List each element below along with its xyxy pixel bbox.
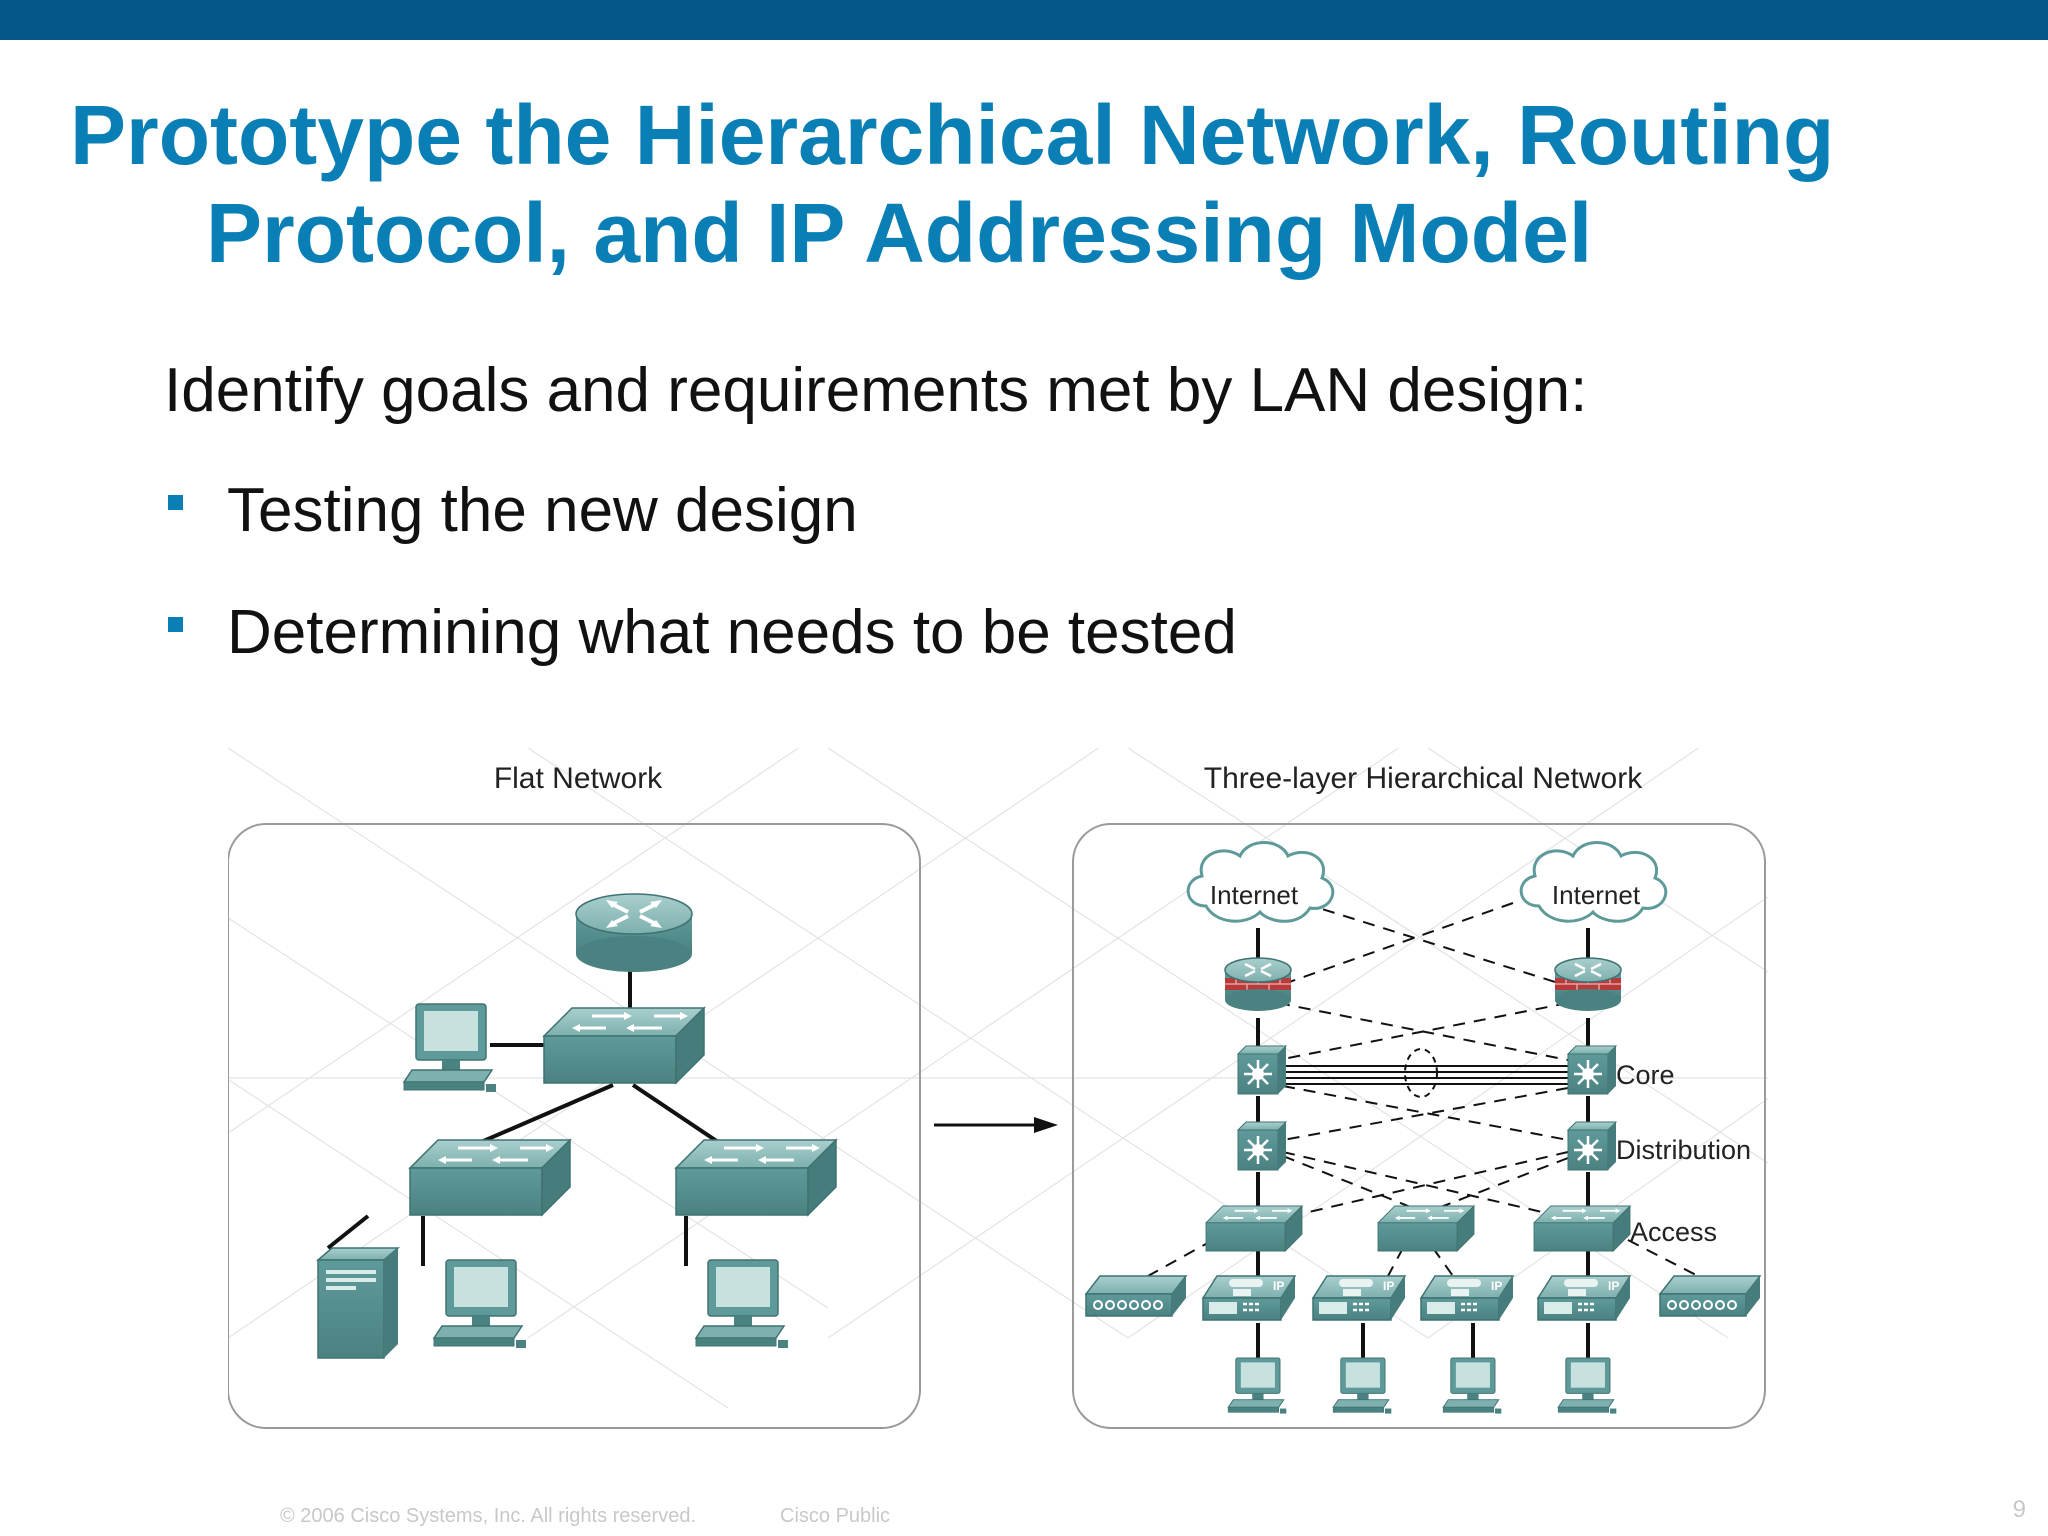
workstation-icon	[403, 1003, 497, 1093]
flat-network-panel	[228, 823, 921, 1429]
workstation-icon	[1227, 1357, 1287, 1415]
workstation-icon	[1332, 1357, 1392, 1415]
page-number: 9	[2012, 1496, 2026, 1523]
hierarchical-network-panel	[1072, 823, 1766, 1429]
ip-phone-label: IP	[1491, 1279, 1502, 1293]
bullet-item: Testing the new design	[168, 475, 858, 546]
bullet-square-icon	[168, 495, 183, 510]
workstation-icon	[1442, 1357, 1502, 1415]
network-diagram: Flat Network Three-layer Hierarchical Ne…	[228, 748, 1768, 1429]
intro-text: Identify goals and requirements met by L…	[164, 356, 1588, 425]
slide-title-line-1: Prototype the Hierarchical Network, Rout…	[70, 88, 1835, 182]
bullet-text: Testing the new design	[227, 476, 858, 545]
footer-classification: Cisco Public	[780, 1505, 891, 1527]
internet-label-left: Internet	[1210, 880, 1299, 910]
slide-title-line-2: Protocol, and IP Addressing Model	[206, 186, 1593, 280]
layer-label-distribution: Distribution	[1616, 1135, 1751, 1165]
core-interconnect	[1283, 1065, 1568, 1085]
multilayer-switch-icon	[1566, 1044, 1618, 1096]
hub-icon	[1659, 1275, 1761, 1317]
switch-icon	[542, 1006, 706, 1085]
multilayer-switch-icon	[1236, 1120, 1288, 1172]
hierarchical-redundant-links	[1147, 902, 1699, 1277]
switch-icon	[1533, 1205, 1631, 1252]
layer-label-core: Core	[1616, 1060, 1675, 1090]
flat-network-links	[326, 938, 735, 1266]
footer-copyright: © 2006 Cisco Systems, Inc. All rights re…	[280, 1505, 697, 1527]
internet-label-right: Internet	[1552, 880, 1641, 910]
flat-network-title: Flat Network	[494, 762, 663, 795]
layer-label-access: Access	[1630, 1217, 1717, 1247]
ip-phone-label: IP	[1608, 1279, 1619, 1293]
bullet-text: Determining what needs to be tested	[227, 598, 1237, 667]
switch-icon	[674, 1138, 838, 1217]
switch-icon	[408, 1138, 572, 1217]
router-icon	[574, 892, 694, 974]
etherchannel-marker	[1404, 1048, 1438, 1098]
workstation-icon	[433, 1259, 527, 1349]
bullet-item: Determining what needs to be tested	[168, 597, 1237, 668]
server-icon	[317, 1247, 399, 1359]
top-bar	[0, 0, 2048, 40]
ip-phone-label: IP	[1383, 1279, 1394, 1293]
ip-phone-label: IP	[1273, 1279, 1284, 1293]
switch-icon	[1377, 1205, 1475, 1252]
bullet-square-icon	[168, 617, 183, 632]
arrow-right-icon	[934, 1117, 1058, 1133]
hierarchical-network-title: Three-layer Hierarchical Network	[1204, 762, 1643, 795]
workstation-icon	[695, 1259, 789, 1349]
multilayer-switch-icon	[1566, 1120, 1618, 1172]
multilayer-switch-icon	[1236, 1044, 1288, 1096]
firewall-router-icon	[1553, 956, 1623, 1013]
hub-icon	[1085, 1275, 1187, 1317]
ip-phone-labels: IP IP IP IP	[1273, 1279, 1619, 1293]
firewall-router-icon	[1223, 956, 1293, 1013]
switch-icon	[1205, 1205, 1303, 1252]
workstation-icon	[1557, 1357, 1617, 1415]
